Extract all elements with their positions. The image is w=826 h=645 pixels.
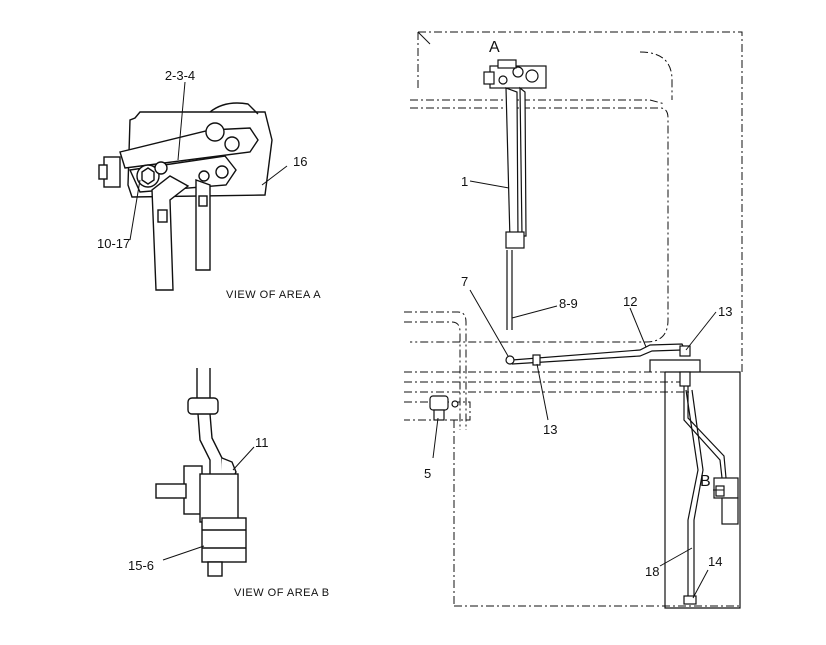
view-a-callouts: 2-3-4 16 10-17 VIEW OF AREA A [97,68,321,301]
callout-10-17: 10-17 [97,236,130,251]
callout-11: 11 [255,435,269,450]
wiper-assembly [483,59,547,330]
main-callouts: A 1 7 8-9 12 13 13 5 B 18 14 [424,39,732,579]
callout-7: 7 [461,274,468,289]
callout-13-lower: 13 [543,422,557,437]
callout-area-b: B [700,473,711,490]
cab-panel [649,359,741,609]
callout-8-9: 8-9 [559,296,578,311]
nozzle-5 [429,395,459,421]
machine-outline [404,31,743,607]
callout-area-a: A [489,39,500,56]
callout-2-3-4: 2-3-4 [165,68,195,83]
leader-lines [417,31,724,599]
washer-tubing [505,343,739,605]
view-area-b-drawing [155,368,255,577]
callout-1: 1 [461,174,468,189]
callout-14: 14 [708,554,722,569]
callout-13-upper: 13 [718,304,732,319]
view-area-a-drawing [98,81,288,291]
caption-view-area-a: VIEW OF AREA A [226,289,321,301]
callout-15-6: 15-6 [128,558,154,573]
callout-16: 16 [293,154,307,169]
view-b-callouts: 11 15-6 VIEW OF AREA B [128,435,330,599]
caption-view-area-b: VIEW OF AREA B [234,587,330,599]
callout-5: 5 [424,466,431,481]
callout-12: 12 [623,294,637,309]
callout-18: 18 [645,564,659,579]
